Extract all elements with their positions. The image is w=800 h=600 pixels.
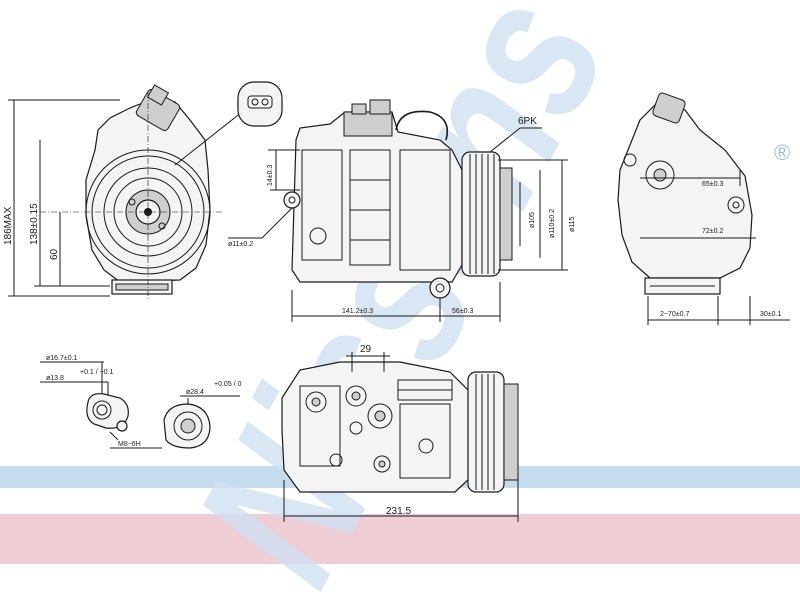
dim-port-d3-tol: +0.05 / 0	[214, 381, 242, 388]
dim-port-d1: ø16.7±0.1	[46, 355, 78, 362]
dim-height-max: 186MAX	[3, 206, 14, 245]
port-detail	[40, 361, 240, 449]
front-view	[8, 81, 283, 300]
dim-bolt-hole: ø11±0.2	[228, 241, 253, 248]
dim-side-mid: 72±0.2	[702, 228, 723, 235]
dim-pulley-type: 6PK	[518, 116, 537, 127]
dim-port-d2-tol: +0.1 / −0.1	[80, 369, 114, 376]
dim-mount-height: 138±0.15	[29, 203, 40, 245]
dim-pulley-d2: ø110±0.2	[549, 209, 556, 238]
side-view	[228, 99, 568, 322]
dim-port-d3: ø28.4	[186, 389, 204, 396]
dim-side-spacing: 2−70±0.7	[660, 311, 689, 318]
dim-overall-length: 231.5	[386, 506, 411, 517]
pink-watermark-band	[0, 514, 800, 564]
dim-lower-height: 60	[49, 248, 60, 260]
dim-port-d2: ø13.8	[46, 375, 64, 382]
dim-pulley-d3: ø115	[569, 216, 576, 232]
dim-pulley-d1: ø105	[529, 212, 536, 228]
dim-pulley-length: 56±0.3	[452, 308, 473, 315]
dim-top-width: 29	[360, 344, 372, 355]
top-view	[281, 352, 519, 522]
end-view	[617, 92, 790, 325]
dim-body-length: 141.2±0.3	[342, 308, 373, 315]
dim-side-offset: 30±0.1	[760, 311, 781, 318]
dim-side-upper: 65±0.3	[702, 181, 723, 188]
connector-plug	[237, 81, 283, 127]
dim-thread: M8−6H	[118, 441, 141, 448]
trademark-symbol: ®	[774, 140, 790, 165]
dim-bolt-offset: 14±0.3	[267, 165, 274, 186]
